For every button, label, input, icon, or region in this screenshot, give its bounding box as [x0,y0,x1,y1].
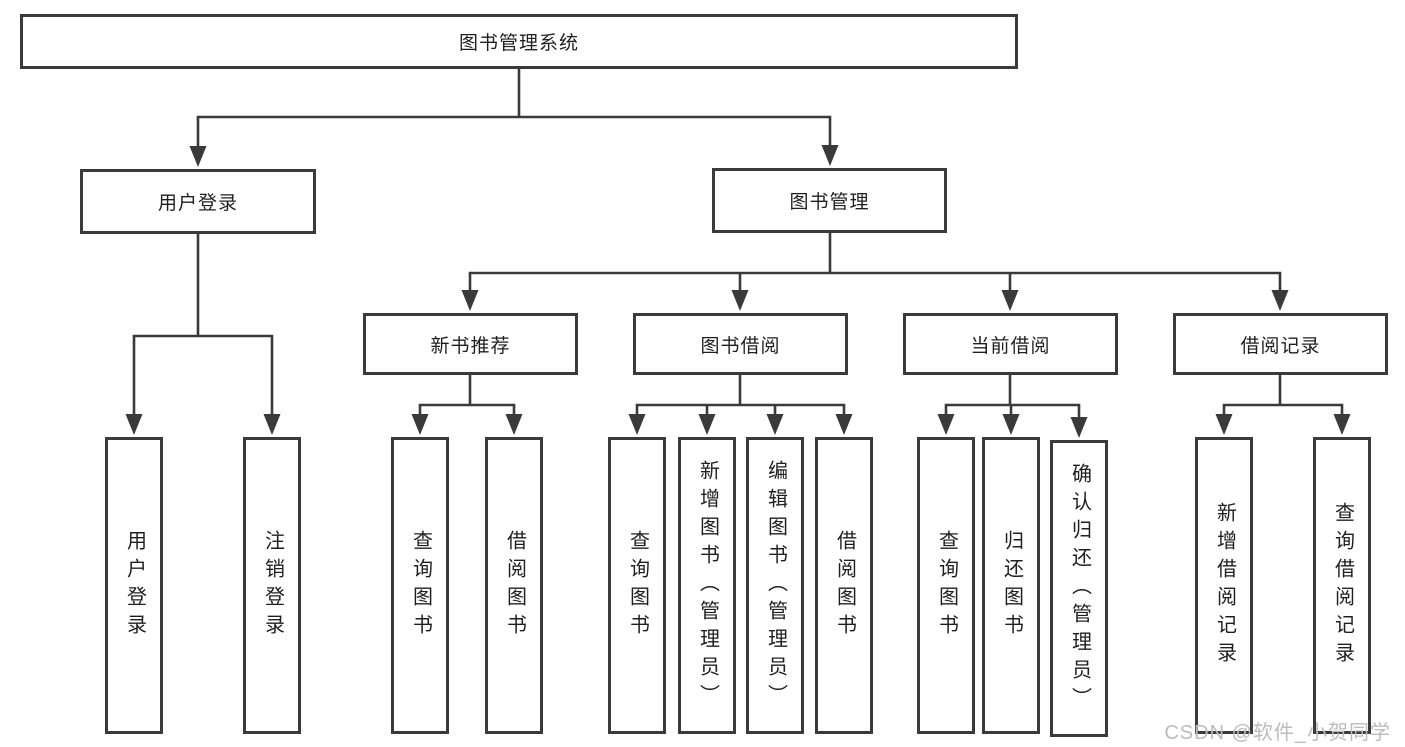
node-current-borrow: 当前借阅 [903,313,1118,375]
node-label: 借阅图书 [833,529,856,642]
node-label: 用户登录 [157,193,238,214]
node-add-book-admin: 新增图书（管理员） [678,437,736,734]
node-book-borrow: 图书借阅 [633,313,848,375]
node-label: 借阅记录 [1240,335,1321,357]
node-query-books-borrow: 查询图书 [608,437,666,734]
node-confirm-return-admin: 确认归还（管理员） [1050,440,1108,737]
node-return-books: 归还图书 [982,437,1040,734]
node-label: 图书借阅 [700,335,781,357]
node-borrow-books: 借阅图书 [815,437,873,734]
node-label: 当前借阅 [970,335,1051,357]
watermark-text: CSDN @软件_小贺同学 [1164,722,1391,744]
node-label: 编辑图书（管理员） [764,459,787,712]
node-borrow-books-recommend: 借阅图书 [485,437,543,734]
node-label: 新增图书（管理员） [696,459,719,712]
arrowheads [125,145,1351,438]
node-borrow-records: 借阅记录 [1173,313,1388,375]
node-query-books-current: 查询图书 [917,437,975,734]
node-label: 归还图书 [1000,529,1023,642]
node-book-management: 图书管理 [712,168,947,233]
node-label: 图书管理系统 [458,33,579,54]
node-label: 查询图书 [935,529,958,642]
node-label: 注销登录 [261,529,284,642]
node-label: 确认归还（管理员） [1068,462,1091,715]
node-edit-book-admin: 编辑图书（管理员） [746,437,804,734]
node-label: 查询图书 [626,529,649,642]
node-new-book-recommend: 新书推荐 [363,313,578,375]
node-label: 查询借阅记录 [1331,501,1354,670]
node-query-borrow-record: 查询借阅记录 [1313,437,1371,734]
node-label: 新增借阅记录 [1213,501,1236,670]
node-library-management-system: 图书管理系统 [20,14,1018,69]
node-label: 查询图书 [409,529,432,642]
node-logout: 注销登录 [243,437,301,734]
node-label: 借阅图书 [503,529,526,642]
node-label: 新书推荐 [430,335,511,357]
node-label: 用户登录 [123,529,146,642]
node-add-borrow-record: 新增借阅记录 [1195,437,1253,734]
node-user-login: 用户登录 [105,437,163,734]
node-label: 图书管理 [789,192,870,213]
node-query-books-recommend: 查询图书 [391,437,449,734]
node-user-login-module: 用户登录 [80,169,316,234]
